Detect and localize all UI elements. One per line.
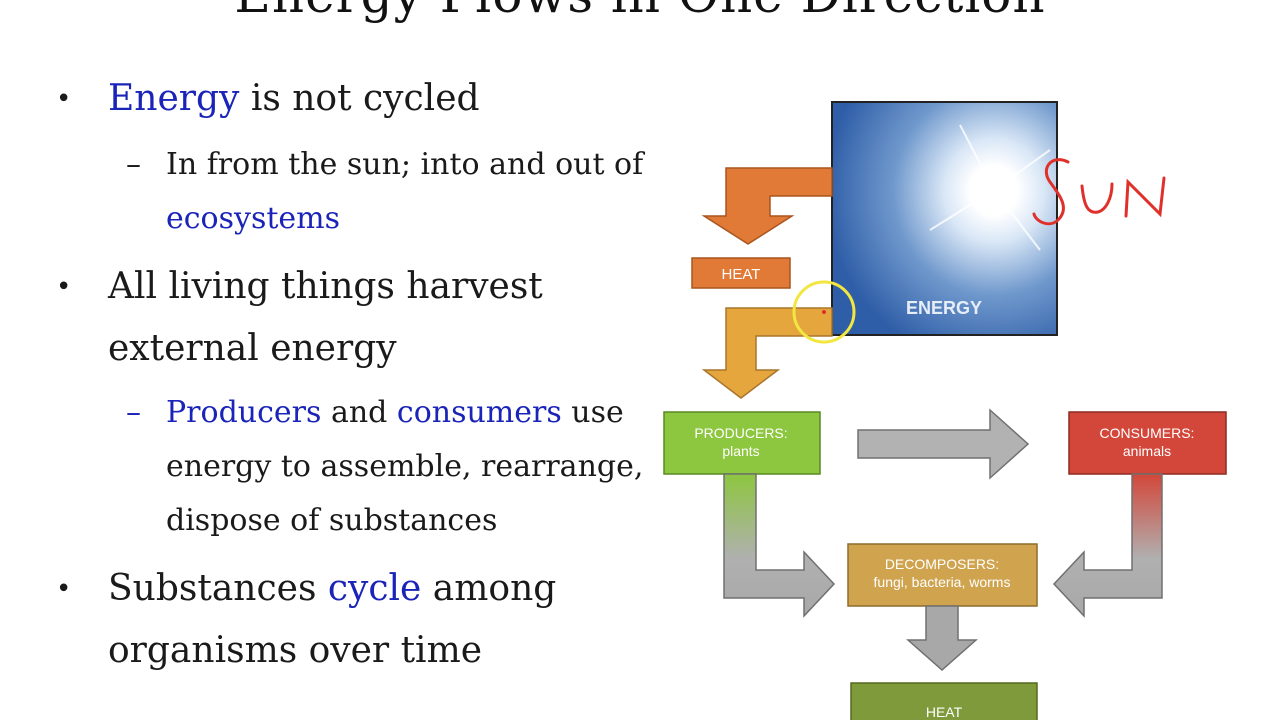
text-use: use (561, 395, 624, 430)
bullet-1-text: is not cycled (239, 78, 480, 119)
consumers-sub: animals (1123, 443, 1171, 459)
heat-box-top (691, 257, 791, 289)
consumers-to-decomposers-arrow (1052, 473, 1163, 618)
heat-box-bottom-label: HEAT (926, 704, 963, 720)
bullet-3-pre: Substances (108, 568, 328, 609)
bullet-3: • Substances cycle among organisms over … (56, 558, 556, 682)
cursor-dot (822, 310, 826, 314)
bullet-3-line1: Substances cycle among (108, 558, 556, 620)
bullet-1-sub: – In from the sun; into and out of ecosy… (126, 138, 643, 246)
keyword-cycle: cycle (327, 568, 422, 609)
bullet-marker: • (56, 574, 72, 604)
decomposers-title: DECOMPOSERS: (885, 556, 999, 572)
consumers-box (1068, 411, 1227, 475)
sub-dash: – (126, 395, 141, 430)
slide-title: Energy Flows in One Direction (0, 0, 1280, 24)
heat-box-bottom (850, 682, 1038, 720)
producers-sub: plants (722, 443, 759, 459)
decomposers-box (847, 543, 1038, 607)
bullet-2-sub-line2: energy to assemble, rearrange, (166, 449, 644, 484)
heat-loss-arrow-top (701, 167, 833, 245)
bullet-2-line1: All living things harvest (108, 266, 543, 307)
sun-energy-label: ENERGY (906, 298, 982, 318)
sub-dash: – (126, 147, 141, 182)
decomposers-to-heat-arrow (906, 605, 978, 672)
decomposers-sub: fungi, bacteria, worms (874, 574, 1011, 590)
bullet-1-sub-line2: ecosystems (166, 201, 341, 236)
producers-to-decomposers-arrow (723, 473, 836, 618)
consumers-title: CONSUMERS: (1100, 425, 1195, 441)
handwritten-sun-annotation (1032, 158, 1166, 226)
heat-box-top-label: HEAT (722, 266, 761, 283)
bullet-1-sub-line1: In from the sun; into and out of (166, 147, 644, 182)
bullet-2-sub-line3: dispose of substances (166, 503, 498, 538)
bullet-marker: • (56, 272, 72, 302)
bullet-3-line2: organisms over time (108, 630, 483, 671)
bullet-1-keyword: Energy (108, 78, 240, 119)
energy-to-producers-arrow (701, 307, 833, 399)
bullet-2-sub: – Producers and consumers use energy to … (126, 386, 643, 548)
bullet-2: • All living things harvest external ene… (56, 256, 543, 380)
producers-title: PRODUCERS: (694, 425, 787, 441)
bullet-2-sub-line1: Producers and consumers use (166, 386, 643, 440)
bullet-marker: • (56, 84, 72, 114)
producers-box (663, 411, 821, 475)
cursor-highlight-ring (792, 280, 856, 344)
bullet-1: • Energy is not cycled (56, 68, 480, 130)
producers-to-consumers-arrow (857, 408, 1030, 480)
sun-image (831, 101, 1058, 336)
bullet-2-line2: external energy (108, 328, 397, 369)
keyword-producers: Producers (166, 395, 322, 430)
text-and: and (321, 395, 397, 430)
keyword-consumers: consumers (396, 395, 562, 430)
bullet-3-post: among (421, 568, 557, 609)
